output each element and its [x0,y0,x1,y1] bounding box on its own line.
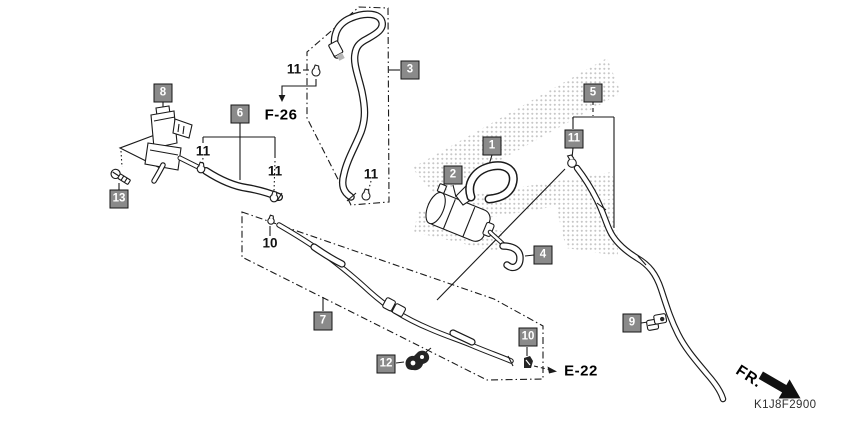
boxed-callout[interactable]: 4 [533,245,553,265]
boundary-borders [241,6,544,381]
boxed-callout[interactable]: 7 [313,311,333,331]
boxed-callout[interactable]: 8 [153,83,173,103]
grommet-icon [524,356,533,368]
boxed-callout[interactable]: 2 [443,165,463,185]
hose3-end-fitting [328,40,345,61]
reference-label[interactable]: E-22 [564,362,598,380]
clamp-icon [269,190,279,203]
clamp-icon [361,188,371,201]
diagram-code: K1J8F2900 [754,399,817,411]
tube7-border [241,211,544,381]
clip9-icon [646,313,668,331]
tube7-connector [382,297,407,317]
clamp-icon [196,161,206,174]
boxed-callout[interactable]: 6 [230,104,250,124]
tube7-drawing [276,222,514,367]
clamp-icons [196,64,577,225]
boxed-callout[interactable]: 5 [583,83,603,103]
boxed-callout[interactable]: 3 [400,60,420,80]
plain-callout[interactable]: 11 [363,166,379,182]
hose4-drawing [499,242,524,272]
stay-band-drawing [455,161,518,206]
hose3-drawing [328,10,386,202]
boxed-callout[interactable]: 1 [482,136,502,156]
reference-label[interactable]: F-26 [264,106,298,124]
clamp-icon [311,64,321,77]
bolt-icon [110,168,131,185]
clip12-icon [405,347,432,371]
canister-drawing [425,183,507,248]
boxed-callout[interactable]: 12 [376,354,396,374]
plain-callout[interactable]: 11 [195,143,211,159]
hose5-drawing [573,164,727,403]
clamp-icon [566,154,577,168]
hose3-border [306,6,390,206]
clamp-icon [267,214,275,225]
plain-callout[interactable]: 11 [286,61,302,77]
plain-callout[interactable]: 11 [267,163,283,179]
boxed-callout[interactable]: 9 [622,313,642,333]
plain-callout[interactable]: 10 [262,235,278,251]
fr-arrow-icon [758,371,801,399]
leader-lines [118,69,649,374]
boxed-callout[interactable]: 11 [564,129,584,149]
boxed-callout[interactable]: 13 [109,189,129,209]
boxed-callout[interactable]: 10 [518,327,538,347]
purge-valve-drawing [144,105,209,184]
